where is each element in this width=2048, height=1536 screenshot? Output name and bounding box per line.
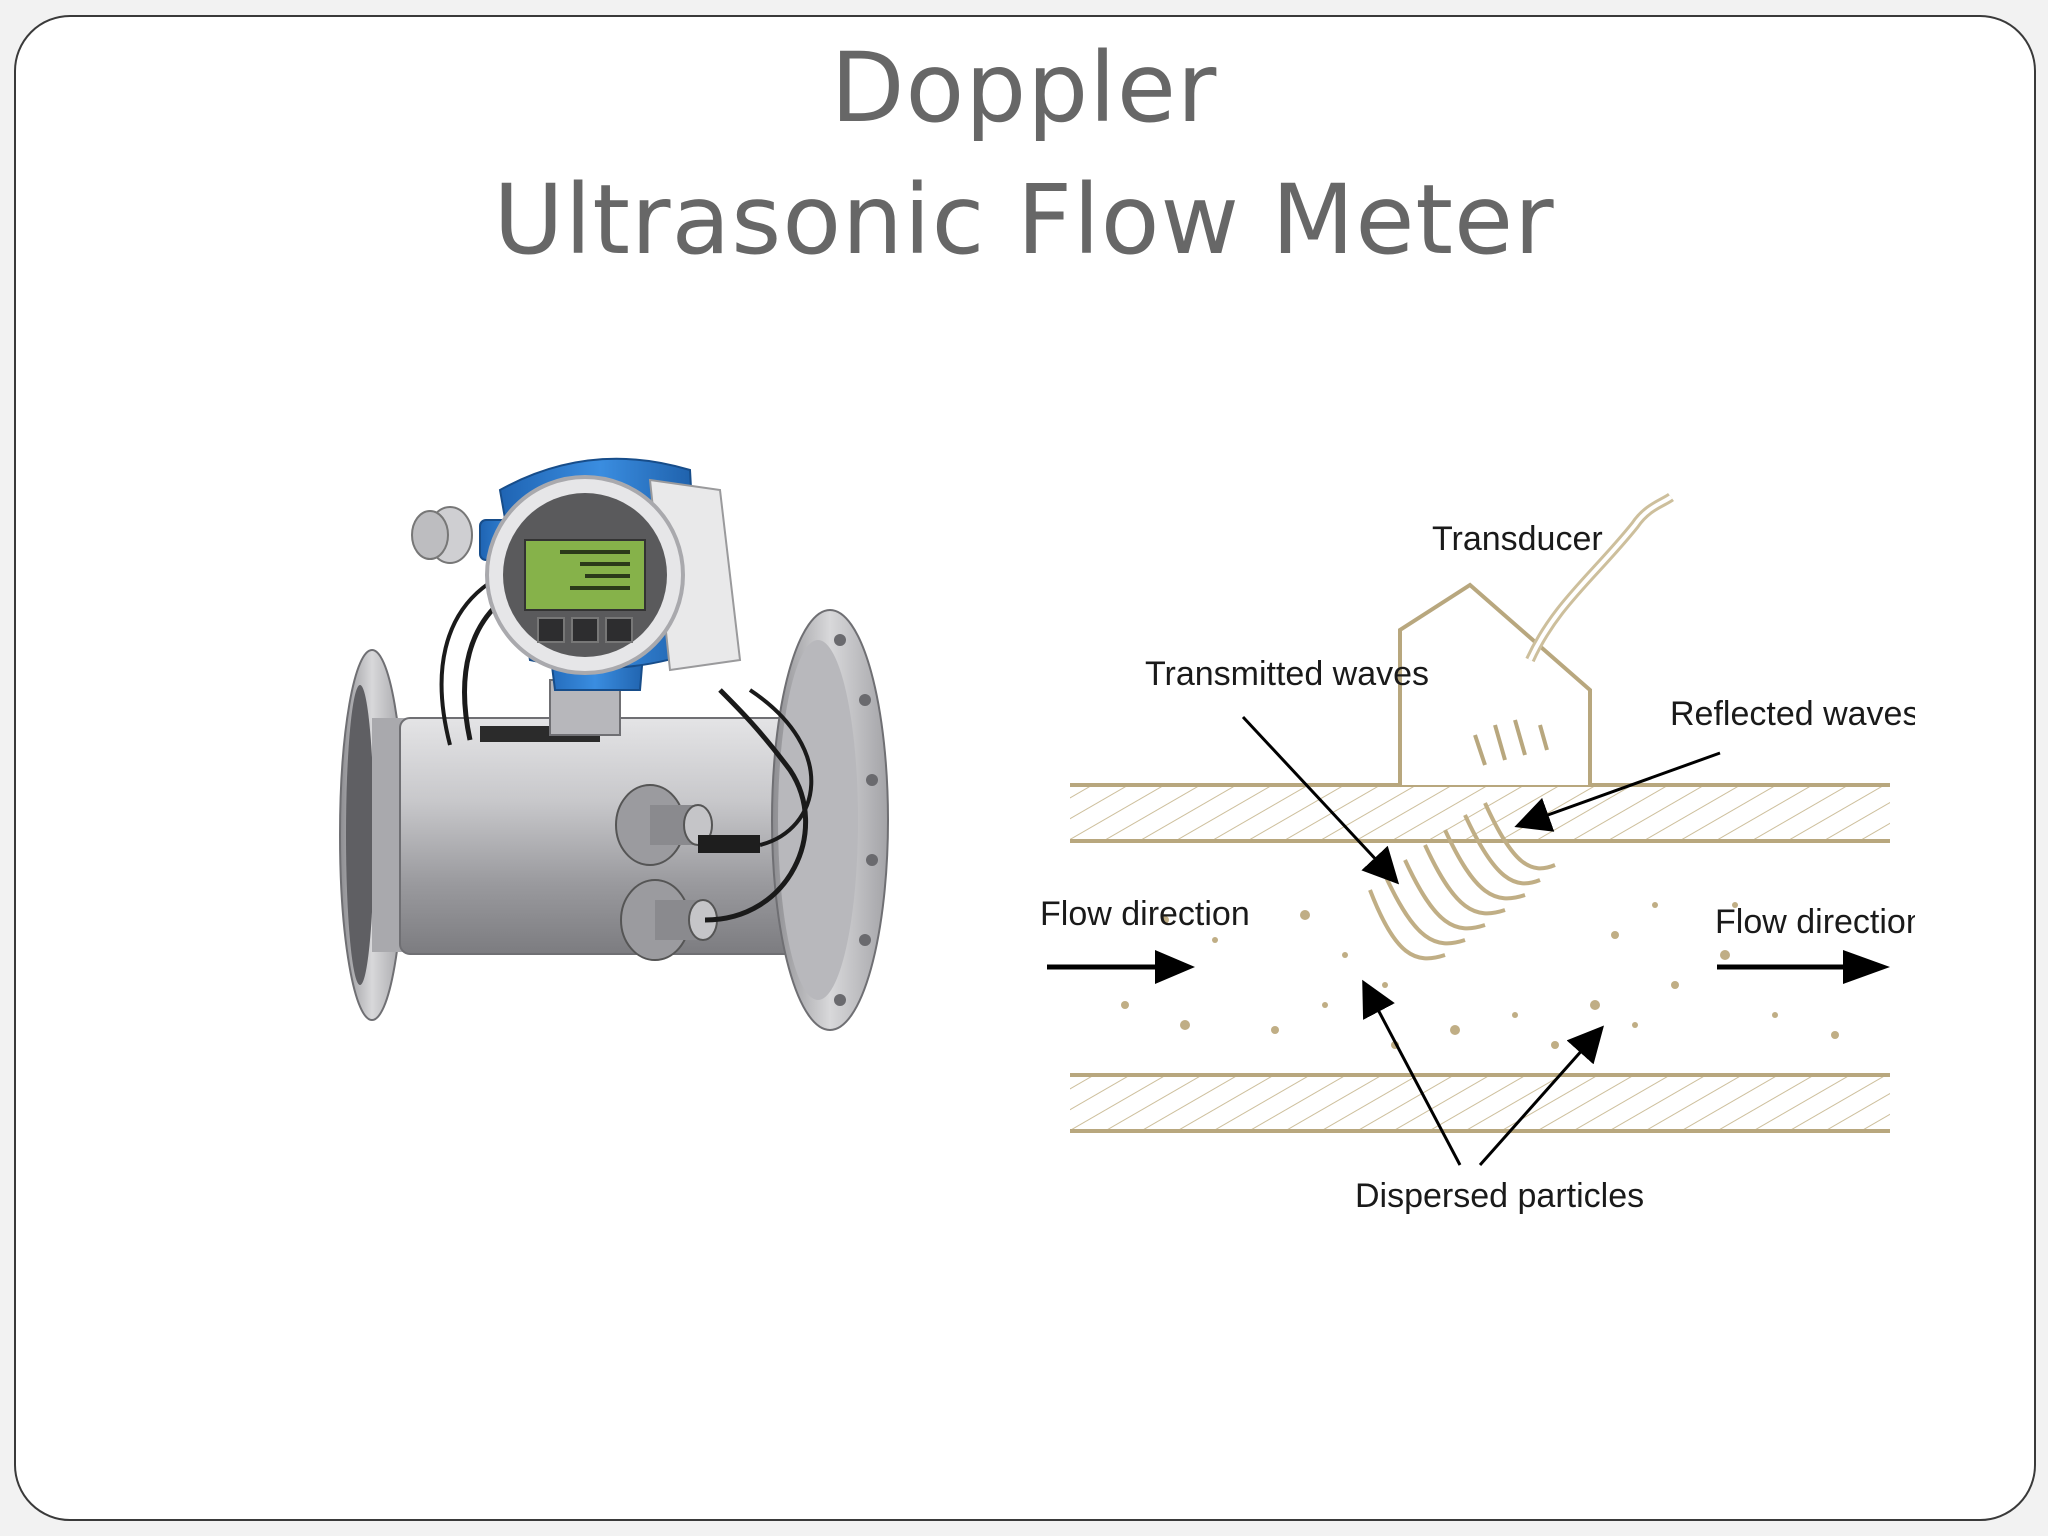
arrow-transmitted-waves xyxy=(1241,715,1400,885)
flow-meter-photo xyxy=(320,450,940,1240)
title-line-1: Doppler xyxy=(830,32,1218,144)
pipe-wall-bottom xyxy=(1070,1073,1890,1133)
slide-title: Doppler Ultrasonic Flow Meter xyxy=(0,22,2048,286)
doppler-schematic: Transducer Transmitted waves Reflected w… xyxy=(1040,492,1925,1215)
label-transducer: Transducer xyxy=(1432,520,1603,558)
sensor-port-lower xyxy=(620,879,718,961)
sound-waves-icon xyxy=(1368,802,1556,961)
particles-icon xyxy=(1121,902,1839,1049)
label-flow-direction-right: Flow direction xyxy=(1715,903,1915,941)
doppler-diagram: Transducer Transmitted waves Reflected w… xyxy=(1035,485,1925,1240)
arrow-particle-1 xyxy=(1362,979,1462,1166)
label-transmitted-waves: Transmitted waves xyxy=(1145,655,1429,693)
label-reflected-waves: Reflected waves xyxy=(1670,695,1915,733)
title-line-2: Ultrasonic Flow Meter xyxy=(493,164,1555,276)
arrow-flow-right-icon xyxy=(1717,950,1890,984)
pipe-wall-top xyxy=(1070,783,1890,843)
arrow-reflected-waves xyxy=(1514,751,1721,832)
flow-meter-device-icon xyxy=(339,457,889,1031)
label-flow-direction-left: Flow direction xyxy=(1040,895,1250,933)
label-dispersed-particles: Dispersed particles xyxy=(1355,1177,1644,1215)
sensor-port-upper xyxy=(615,784,760,866)
arrow-particle-2 xyxy=(1478,1025,1604,1166)
transducer-icon xyxy=(1398,492,1674,785)
arrow-flow-left-icon xyxy=(1047,950,1195,984)
